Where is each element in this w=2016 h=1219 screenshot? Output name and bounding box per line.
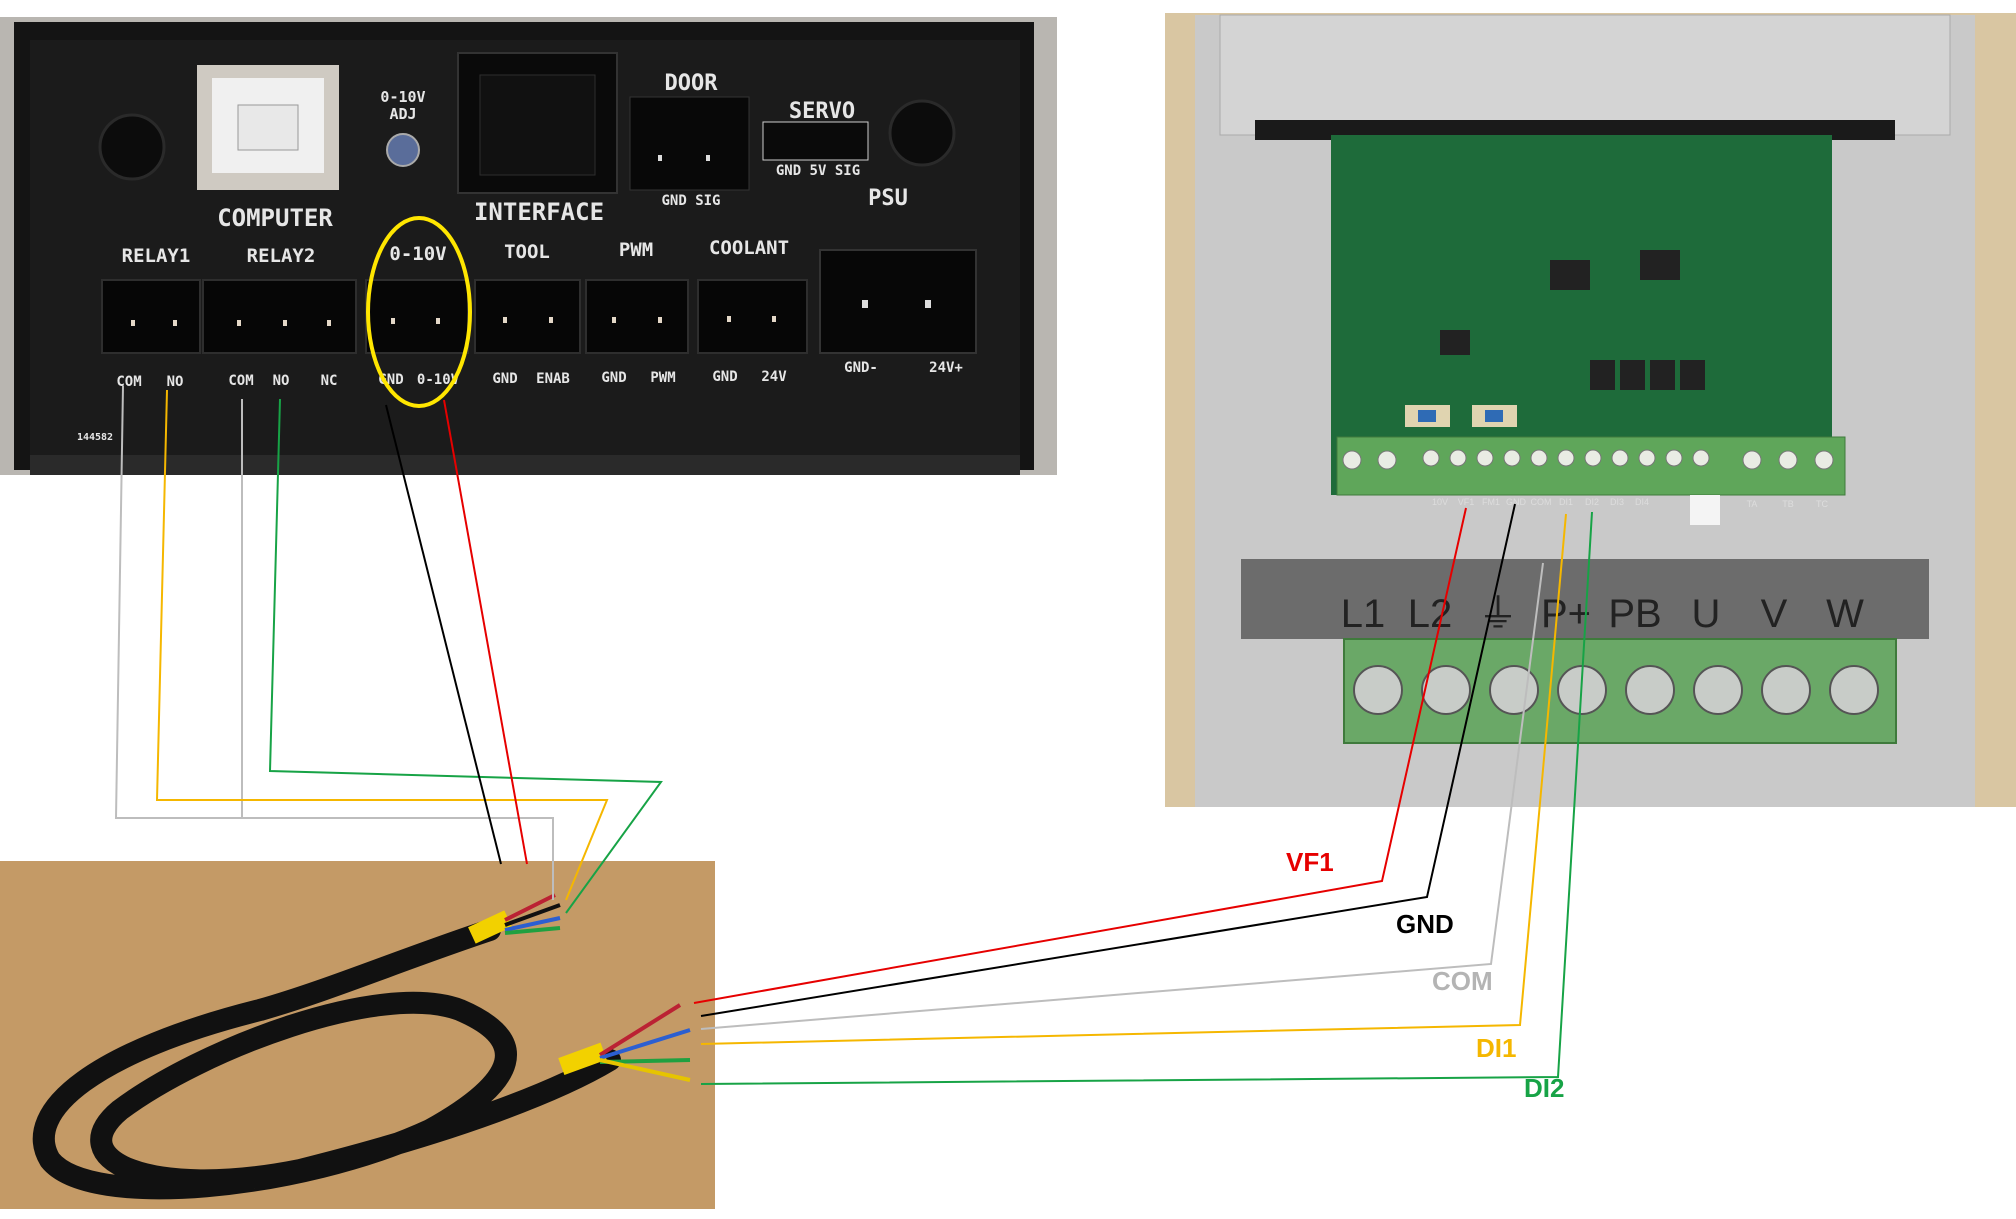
pin-label: COM [116,374,141,390]
wire-di1 [700,513,1567,1045]
terminal-label: TA [1747,499,1758,509]
wire-label-di2: DI2 [1524,1073,1564,1103]
label-servo: SERVO [789,99,855,124]
terminal-label: DI4 [1635,497,1649,507]
label-computer: COMPUTER [217,204,333,232]
terminal-connectors [101,279,808,354]
wire-label-di1: DI1 [1476,1033,1516,1063]
wire-di2 [700,511,1593,1085]
terminal-label: TB [1782,499,1794,509]
pin-label: GND [492,371,517,387]
vfd-photo: 10V VF1 FM1 GND COM DI1 DI2 DI3 DI4 TA T… [1165,13,2016,807]
ground-icon: ⏚ [1478,592,1518,636]
wire-label-com: COM [1432,966,1493,996]
label-servo-pins: GND 5V SIG [776,163,860,179]
label-interface: INTERFACE [474,198,604,226]
label-relay1: RELAY1 [122,245,191,267]
control-board [1331,135,1832,495]
wire-label-vf1: VF1 [1286,847,1334,877]
pin-label: 0-10V [417,372,460,388]
terminal-label: DI3 [1610,497,1624,507]
pin-label: 24V [761,369,787,385]
screw-icon [98,113,166,181]
door-connector [629,96,750,191]
wire-vf1 [693,507,1467,1004]
wire-0-10v [443,399,528,865]
potentiometer-icon[interactable] [386,133,420,167]
label-relay2: RELAY2 [247,245,316,267]
wire-relay2-no [268,398,663,914]
serial-number: 144582 [77,432,113,443]
usb-port [197,65,339,190]
wire-label-gnd: GND [1396,909,1454,939]
pin-label: ENAB [536,371,570,387]
pin-label: GND [712,369,737,385]
label-tool: TOOL [504,241,550,263]
pin-label: GND [601,370,626,386]
label-adj-1: 0-10V [380,88,425,106]
pin-label: GND- [844,360,878,376]
pin-label: NC [321,373,338,389]
pin-label: COM [228,373,253,389]
terminal-label: DI2 [1585,497,1599,507]
terminal-label: COM [1531,497,1552,507]
servo-header [762,121,869,161]
power-terminal-label: U [1692,592,1721,636]
power-terminal-label: PB [1608,592,1661,636]
pin-label: PWM [650,370,675,386]
screw-icon [888,99,956,167]
pin-label: 24V+ [929,360,963,376]
wire-relay1-com [114,385,554,900]
interface-port [457,52,618,194]
power-terminal-label: V [1761,592,1788,636]
controller-photo: COMPUTER 0-10V ADJ INTERFACE DOOR GND SI… [0,17,1057,475]
terminal-label: GND [1506,497,1527,507]
wire-vfd-com [700,562,1544,1030]
label-door: DOOR [665,71,719,96]
label-pwm: PWM [619,239,653,261]
connector-pins [131,316,776,326]
terminal-label: DI1 [1559,497,1573,507]
pin-label: NO [167,374,184,390]
terminal-label: TC [1816,499,1828,509]
highlight-circle [366,216,472,408]
power-terminal-label: P+ [1541,592,1591,636]
psu-connector [819,249,977,354]
label-adj-2: ADJ [389,105,416,123]
wire-vfd-gnd [700,503,1516,1017]
terminal-label: 10V [1432,497,1448,507]
wires [114,385,1593,1085]
wire-gnd [385,404,502,865]
label-door-pins: GND SIG [661,193,720,209]
label-psu: PSU [868,186,908,211]
power-terminal-label: W [1826,592,1864,636]
wire-relay1-no [155,389,609,901]
power-terminal-label: L1 [1341,592,1386,636]
cable-photo [0,861,715,1209]
terminal-label: FM1 [1482,497,1500,507]
label-0-10v: 0-10V [389,243,446,265]
label-coolant: COOLANT [709,237,789,259]
pin-label: NO [273,373,290,389]
terminal-label: VF1 [1458,497,1475,507]
